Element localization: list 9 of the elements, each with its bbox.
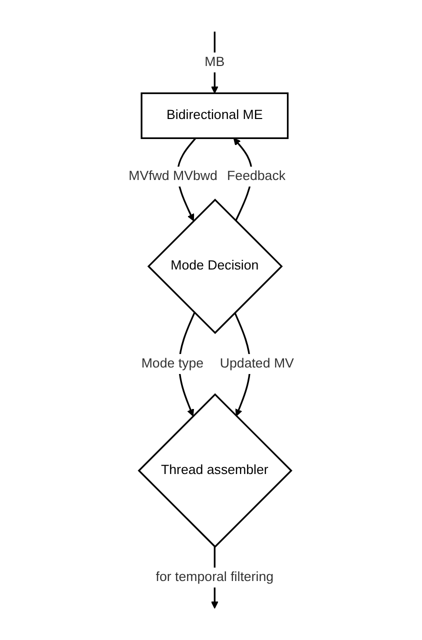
node-diamond: Mode Decision xyxy=(147,198,282,334)
edge-label: MVfwd MVbwd xyxy=(128,169,218,184)
node-box: Bidirectional ME xyxy=(140,92,288,140)
edge-label: Updated MV xyxy=(220,356,294,371)
edge-label: MB xyxy=(204,54,224,70)
edge-label: Feedback xyxy=(226,169,286,184)
node-diamond: Thread assembler xyxy=(137,393,292,548)
edge-label: for temporal filtering xyxy=(156,570,274,584)
edge-label: Mode type xyxy=(141,356,204,371)
